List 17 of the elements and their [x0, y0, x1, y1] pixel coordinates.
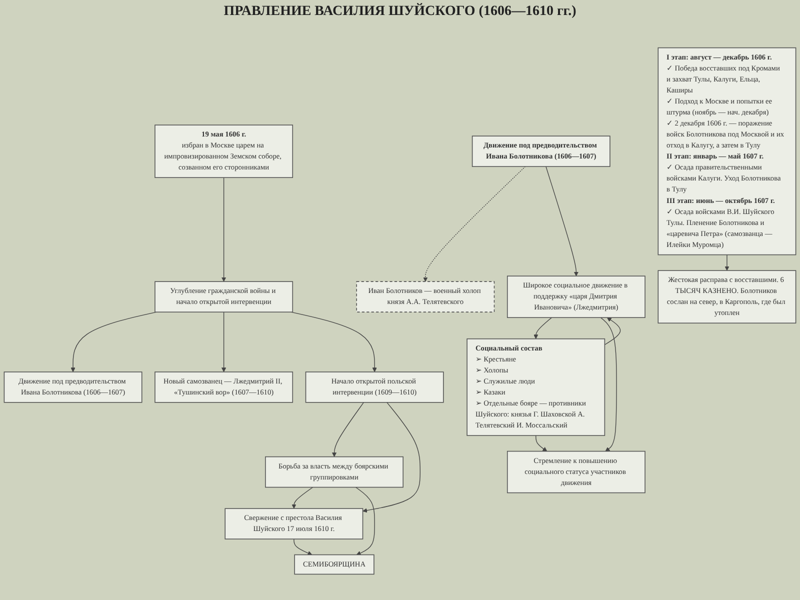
- arrow: [546, 166, 578, 276]
- arrow: [290, 312, 377, 372]
- arrow: [355, 486, 375, 556]
- arrow: [294, 538, 312, 556]
- arrow: [332, 402, 364, 457]
- arrow: [222, 177, 226, 282]
- arrow: [70, 312, 157, 372]
- arrow: [604, 317, 621, 346]
- arrow: [600, 317, 617, 452]
- arrow: [724, 254, 730, 271]
- arrow: [534, 317, 552, 340]
- arrow: [222, 312, 226, 372]
- arrow: [536, 435, 548, 452]
- diagram-title: ПРАВЛЕНИЕ ВАСИЛИЯ ШУЙСКОГО (1606—1610 гг.): [224, 4, 576, 20]
- arrow: [292, 486, 314, 509]
- arrow: [423, 166, 526, 282]
- arrow: [362, 402, 420, 513]
